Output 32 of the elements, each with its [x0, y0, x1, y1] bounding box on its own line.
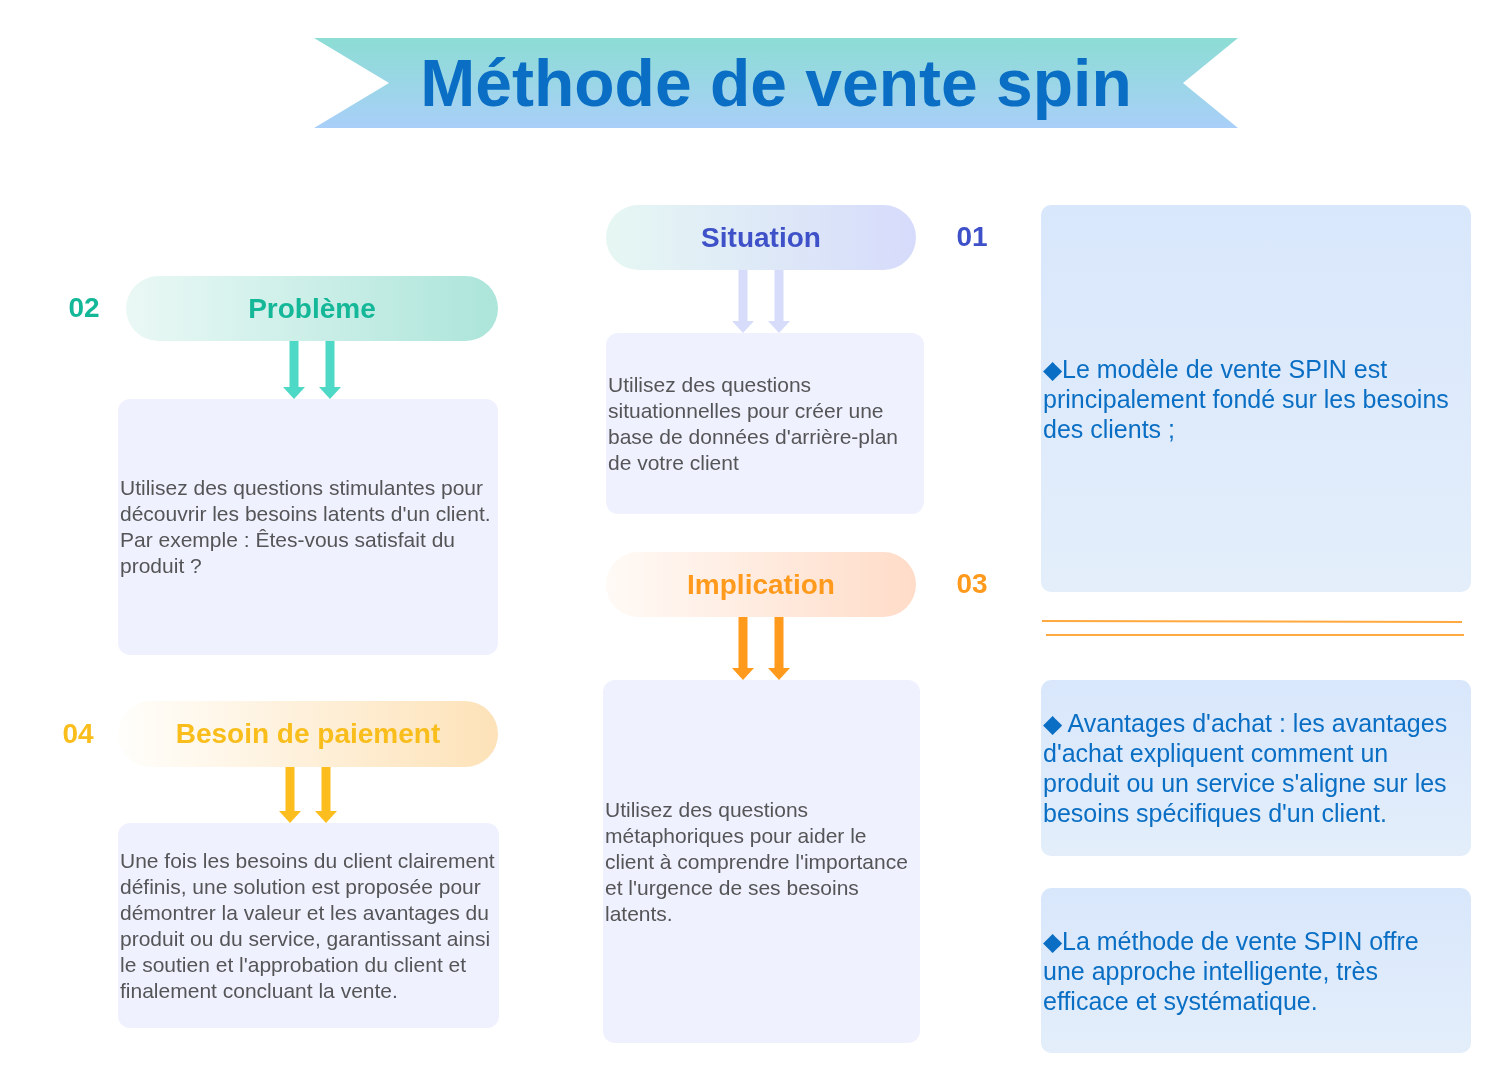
- info-text: ◆Le modèle de vente SPIN est principalement fondé sur les besoins des clients ;: [1043, 353, 1450, 444]
- stage-title: Implication: [687, 568, 835, 601]
- description-text: Utilisez des questions métaphoriques pour aider le client à comprendre l'importance et l'urgence de ses besoins latents.: [605, 796, 909, 927]
- down-arrow: [732, 270, 754, 333]
- description-card: [606, 333, 924, 514]
- diagram-title: Méthode de vente spin: [420, 46, 1132, 120]
- description-card: [118, 823, 499, 1028]
- down-arrow: [768, 270, 790, 333]
- step-number: 04: [62, 718, 94, 749]
- description-card: [118, 399, 498, 655]
- info-text: ◆La méthode de vente SPIN offre une approche intelligente, très efficace et systématique.: [1043, 925, 1420, 1016]
- info-card: [1041, 680, 1471, 856]
- info-card: [1041, 205, 1471, 592]
- down-arrow: [279, 767, 301, 823]
- description-card: [603, 680, 920, 1043]
- description-text: Une fois les besoins du client clairement définis, une solution est proposée pour démontrer la valeur et les avantages du produit ou du service, garantissant ainsi le soutien et l'approbation du client et finalement concluant la vente.: [120, 847, 496, 1004]
- down-arrow: [319, 341, 341, 399]
- step-number: 02: [68, 292, 100, 323]
- stage-title: Situation: [701, 221, 821, 254]
- description-text: Par exemple : Êtes-vous satisfait du produit ?: [120, 527, 456, 579]
- down-arrow: [768, 617, 790, 680]
- info-text: ◆ Avantages d'achat : les avantages d'achat expliquent comment un produit ou un service s'aligne sur les besoins spécifiques d'un client.: [1043, 708, 1449, 828]
- down-arrow: [732, 617, 754, 680]
- down-arrow: [315, 767, 337, 823]
- down-arrow: [283, 341, 305, 399]
- stage-title: Problème: [248, 292, 376, 325]
- step-number: 01: [956, 221, 988, 252]
- step-number: 03: [956, 568, 988, 599]
- stage-title: Besoin de paiement: [175, 718, 441, 750]
- description-text: Utilisez des questions stimulantes pour découvrir les besoins latents d'un client.: [120, 475, 492, 527]
- info-card: [1041, 888, 1471, 1053]
- description-text: Utilisez des questions situationnelles pour créer une base de données d'arrière-plan de votre client: [608, 371, 900, 476]
